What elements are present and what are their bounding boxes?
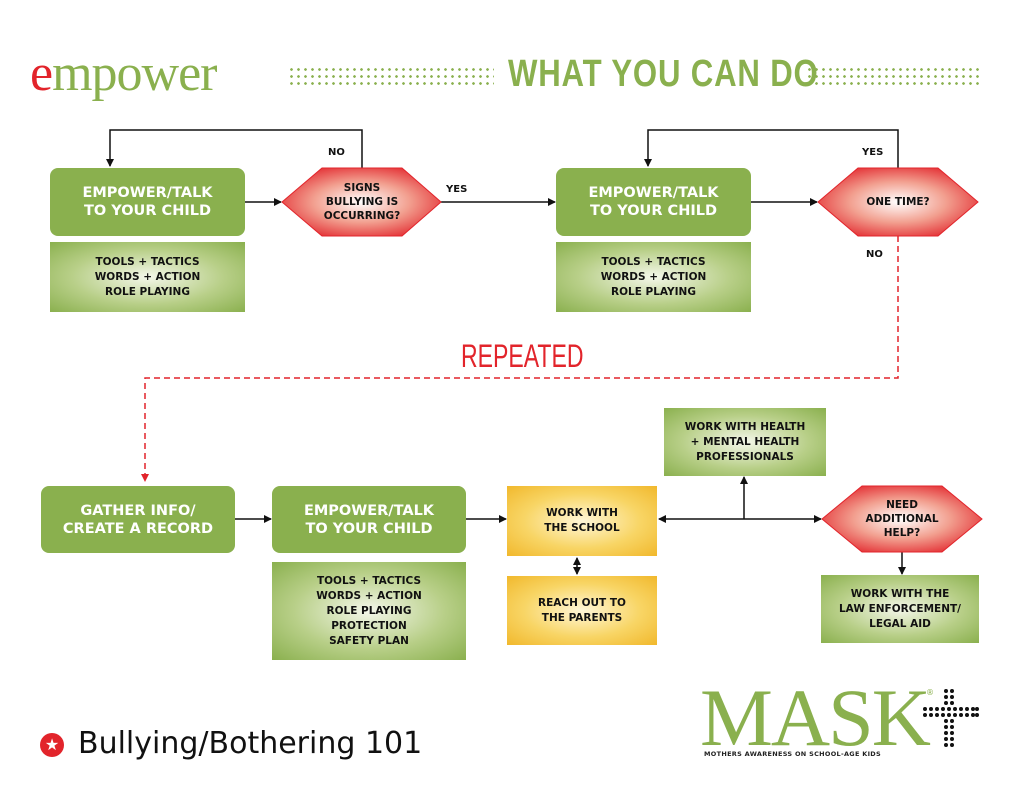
sub-item: WORDS + ACTION: [94, 270, 201, 283]
loop-no-arrow: [106, 129, 363, 168]
brand-empower-wordmark: empower: [30, 44, 218, 104]
repeated-label: REPEATED: [461, 338, 584, 374]
tools-tactics-box-1: TOOLS + TACTICS WORDS + ACTION ROLE PLAYIN…: [50, 242, 245, 312]
decision-hexagon-3: [821, 485, 983, 553]
box-line: TO YOUR CHILD: [83, 203, 211, 219]
repeated-dashed-path: [141, 236, 899, 482]
law-enforcement-box: WORK WITH THE LAW ENFORCEMENT/LEGAL AID: [821, 575, 979, 643]
decision-line: ADDITIONAL: [865, 513, 939, 525]
label-yes-2: YES: [862, 147, 884, 158]
empower-talk-box-2: EMPOWER/TALK TO YOUR CHILD: [556, 168, 751, 236]
sub-item: TOOLS + TACTICS: [95, 255, 200, 268]
box-line: CREATE A RECORD: [62, 520, 214, 537]
box-line: WORK WITH: [546, 507, 618, 519]
box-line: GATHER INFO/: [80, 502, 196, 519]
box-line: EMPOWER/TALK: [82, 185, 213, 201]
sub-item: SAFETY PLAN: [329, 634, 409, 647]
decision-line: BULLYING IS: [325, 196, 399, 208]
health-professionals-box: WORK WITH HEALTH + MENTAL HEALTH PROFESSIO…: [664, 408, 826, 476]
box-line: TO YOUR CHILD: [589, 203, 717, 219]
gather-info-box: GATHER INFO/CREATE A RECORD: [41, 486, 235, 553]
decision-line: SIGNS: [343, 182, 381, 194]
sub-item: ROLE PLAYING: [326, 604, 412, 617]
label-no-1: NO: [328, 147, 345, 158]
registered-mark: ®: [926, 688, 934, 697]
decision-line: OCCURRING?: [323, 210, 401, 222]
loop-yes-arrow: [644, 129, 899, 168]
box-line: LAW ENFORCEMENT/: [838, 602, 961, 615]
box-line: TO YOUR CHILD: [305, 520, 433, 537]
sub-item: PROTECTION: [331, 619, 407, 632]
page-title: WHAT YOU CAN DO: [508, 53, 819, 95]
work-with-school-box: WORK WITH THE SCHOOL: [507, 486, 657, 556]
decision-line: NEED: [886, 499, 918, 511]
sub-item: ROLE PLAYING: [611, 285, 696, 298]
star-icon: ★: [40, 733, 64, 757]
mask-logo-wordmark: MASK: [700, 672, 931, 763]
label-yes-1: YES: [446, 184, 468, 195]
dotted-plus-icon: [923, 689, 979, 747]
decision-line: HELP?: [883, 527, 921, 539]
box-line: EMPOWER/TALK: [588, 185, 719, 201]
footer-title: Bullying/Bothering 101: [78, 726, 423, 761]
decision-hexagon-2: [817, 167, 979, 237]
tools-tactics-box-3: TOOLS + TACTICS WORDS + ACTION ROLE PLAYIN…: [272, 562, 466, 660]
decision-line: ONE TIME?: [866, 196, 930, 208]
decision-2-text: ONE TIME?: [838, 168, 958, 236]
dotted-divider-left: [288, 66, 494, 88]
dotted-divider-right: [806, 66, 982, 88]
decision-3-text: NEED ADDITIONAL HELP?: [842, 486, 962, 552]
sub-item: ROLE PLAYING: [105, 285, 190, 298]
sub-item: TOOLS + TACTICS: [601, 255, 706, 268]
mask-tagline: MOTHERS AWARENESS ON SCHOOL-AGE KIDS: [704, 750, 881, 758]
box-line: THE PARENTS: [541, 611, 623, 624]
brand-rest: mpower: [52, 45, 217, 102]
box-line: WORK WITH HEALTH: [684, 420, 806, 433]
box-line: PROFESSIONALS: [696, 450, 794, 463]
sub-item: WORDS + ACTION: [600, 270, 707, 283]
tools-tactics-box-2: TOOLS + TACTICS WORDS + ACTION ROLE PLAYIN…: [556, 242, 751, 312]
sub-item: TOOLS + TACTICS: [316, 574, 422, 587]
box-line: WORK WITH THE: [850, 587, 950, 600]
empower-talk-box-1: EMPOWER/TALK TO YOUR CHILD: [50, 168, 245, 236]
box-line: THE SCHOOL: [544, 522, 620, 534]
reach-out-parents-box: REACH OUT TO THE PARENTS: [507, 576, 657, 645]
box-line: EMPOWER/TALK: [303, 502, 435, 519]
box-line: + MENTAL HEALTH: [690, 435, 800, 448]
box-line: LEGAL AID: [869, 617, 931, 630]
box-line: REACH OUT TO: [538, 596, 626, 609]
decision-hexagon-1: [281, 167, 442, 237]
brand-letter-e: e: [30, 45, 53, 102]
sub-item: WORDS + ACTION: [316, 589, 422, 602]
label-no-2: NO: [866, 249, 883, 260]
decision-1-text: SIGNS BULLYING IS OCCURRING?: [302, 168, 422, 236]
